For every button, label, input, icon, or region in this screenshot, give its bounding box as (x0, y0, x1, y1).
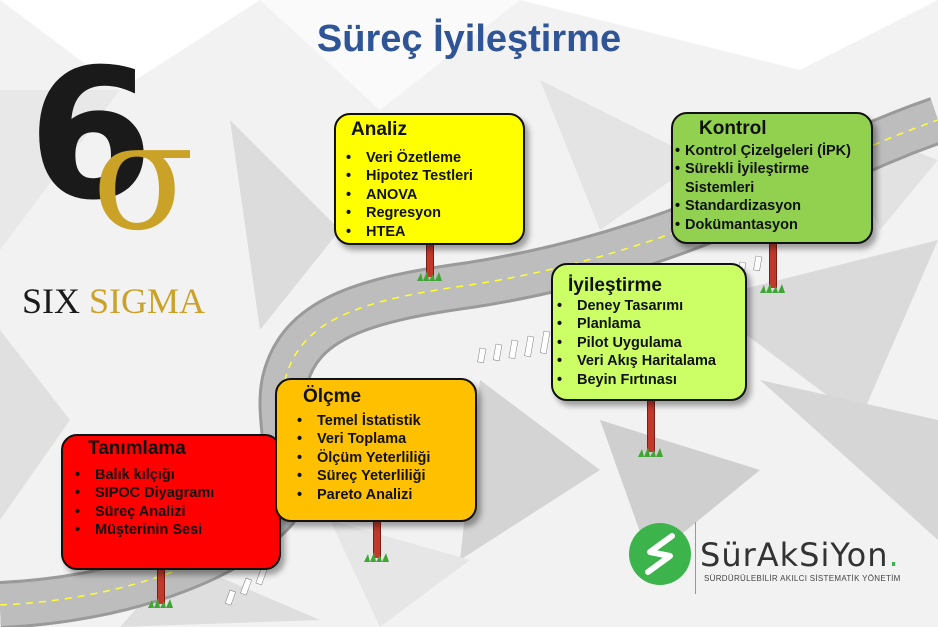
list-item: •Planlama (557, 316, 641, 333)
phase-item-list: •Kontrol Çizelgeleri (İPK) •Sürekli İyil… (675, 142, 851, 234)
phase-title: Tanımlama (88, 438, 186, 459)
list-item: •Sürekli İyileştirme (675, 161, 810, 178)
list-item: •ANOVA (346, 186, 418, 203)
phase-box-olcme: Ölçme •Temel İstatistik •Veri Toplama •Ö… (275, 378, 477, 522)
brand-name: SürAkSiYon. (700, 536, 900, 574)
list-item: •Dokümantasyon (675, 216, 798, 233)
list-item: •Hipotez Testleri (346, 168, 473, 185)
list-item: •Temel İstatistik (297, 413, 421, 429)
brand-divider (695, 522, 696, 594)
phase-box-iyilestirme: İyileştirme •Deney Tasarımı •Planlama •P… (551, 263, 747, 401)
grass-tuft-icon (638, 447, 663, 457)
phase-title: Kontrol (699, 118, 767, 139)
signpost-pole-analiz (426, 243, 434, 277)
list-item: •Regresyon (346, 205, 441, 222)
logo-sigma-symbol: σ (92, 90, 195, 264)
grass-tuft-icon (364, 552, 389, 562)
logo-word-right: SIGMA (89, 281, 206, 321)
phase-box-tanimlama: Tanımlama •Balık kılçığı •SIPOC Diyagram… (61, 434, 281, 570)
signpost-pole-iyilestirme (647, 398, 655, 452)
list-item: •Pilot Uygulama (557, 334, 682, 351)
list-item: Sistemleri (685, 179, 755, 196)
list-item: •Kontrol Çizelgeleri (İPK) (675, 143, 851, 159)
list-item: •Veri Özetleme (346, 150, 462, 166)
phase-item-list: •Veri Özetleme •Hipotez Testleri •ANOVA … (346, 149, 473, 241)
list-item: •SIPOC Diyagramı (75, 485, 215, 502)
logo-wordmark: SIX SIGMA (22, 280, 205, 322)
list-item: •Süreç Analizi (75, 503, 186, 520)
phase-title: Analiz (351, 119, 407, 140)
list-item: •Deney Tasarımı (557, 298, 684, 314)
grass-tuft-icon (760, 283, 785, 293)
phase-item-list: •Temel İstatistik •Veri Toplama •Ölçüm Y… (297, 412, 430, 504)
list-item: •Pareto Analizi (297, 486, 413, 503)
phase-box-analiz: Analiz •Veri Özetleme •Hipotez Testleri … (334, 113, 525, 245)
list-item: •Veri Akış Haritalama (557, 353, 716, 370)
phase-title: Ölçme (303, 386, 362, 407)
list-item: •HTEA (346, 223, 406, 240)
list-item: •Süreç Yeterliliği (297, 468, 426, 485)
signpost-pole-olcme (373, 520, 381, 558)
list-item: •Veri Toplama (297, 431, 407, 448)
list-item: •Beyin Fırtınası (557, 371, 677, 388)
list-item: •Standardizasyon (675, 198, 802, 215)
signpost-pole-kontrol (769, 242, 777, 288)
brand-tagline: SÜRDÜRÜLEBİLİR AKILCI SİSTEMATİK YÖNETİM (704, 574, 901, 583)
suraksiyon-logo-icon (629, 523, 691, 585)
grass-tuft-icon (148, 598, 173, 608)
grass-tuft-icon (417, 271, 442, 281)
logo-digit: 6 (28, 31, 154, 240)
list-item: •Balık kılçığı (75, 467, 175, 483)
signpost-pole-tanimlama (157, 568, 165, 604)
page-title: Süreç İyileştirme (316, 18, 622, 60)
list-item: •Ölçüm Yeterliliği (297, 449, 431, 466)
phase-title: İyileştirme (568, 275, 662, 296)
phase-item-list: •Balık kılçığı •SIPOC Diyagramı •Süreç A… (75, 466, 214, 540)
phase-box-kontrol: Kontrol •Kontrol Çizelgeleri (İPK) •Süre… (671, 112, 873, 244)
list-item: •Müşterinin Sesi (75, 522, 203, 539)
phase-item-list: •Deney Tasarımı •Planlama •Pilot Uygulam… (557, 297, 716, 389)
logo-word-left: SIX (22, 281, 81, 321)
